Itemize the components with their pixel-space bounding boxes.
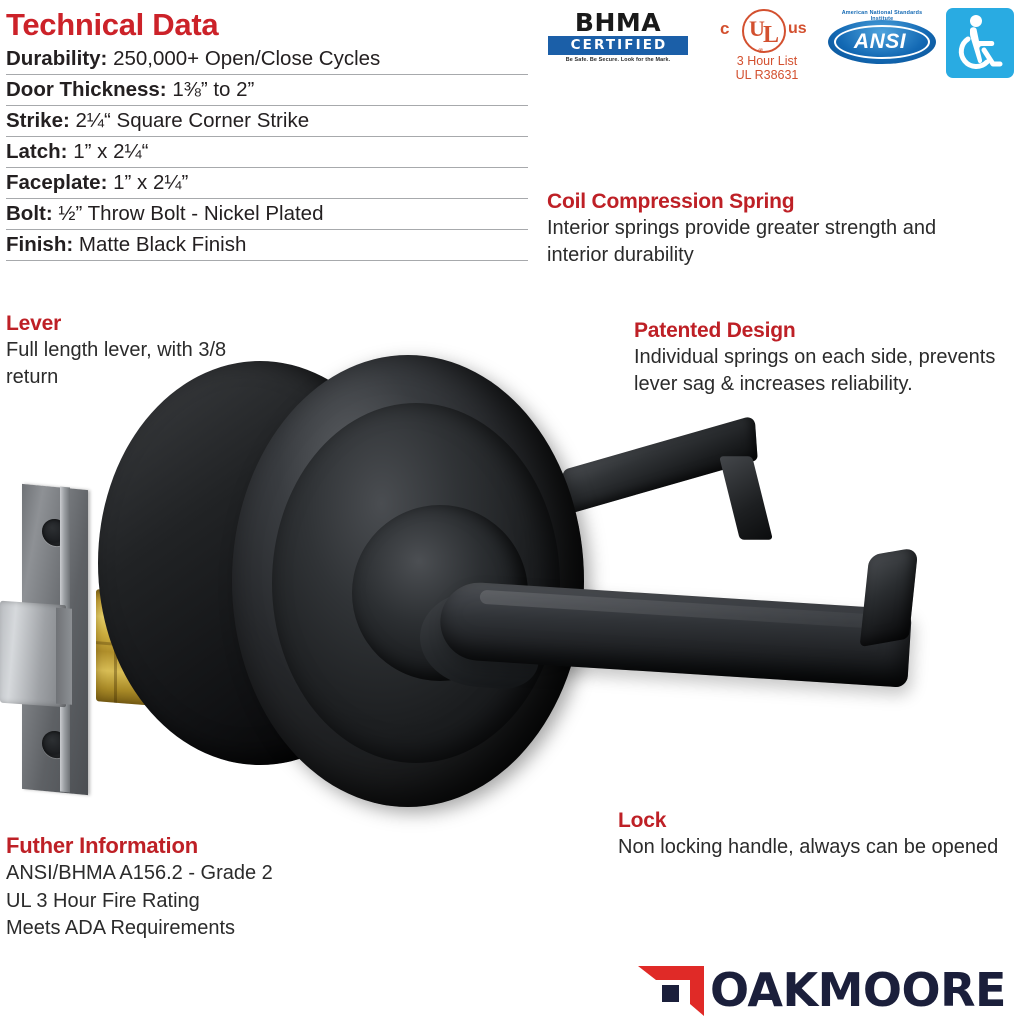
ul-circle-icon <box>742 9 786 53</box>
spec-value: 1” x 2¼” <box>113 171 189 195</box>
callout-heading: Patented Design <box>634 319 796 342</box>
bhma-name: BHMA <box>574 8 662 37</box>
wheelchair-icon <box>958 15 1003 69</box>
bhma-certified-logo: BHMA CERTIFIED Be Safe. Be Secure. Look … <box>548 10 688 63</box>
ansi-oval-icon <box>828 20 936 64</box>
ul-letters: U L ® <box>742 11 786 55</box>
callout-heading: Futher Information <box>6 833 198 858</box>
spec-value: 1⅜” to 2” <box>172 78 255 102</box>
rear-lever-return <box>719 456 773 540</box>
ul-line1: 3 Hour List <box>736 54 798 68</box>
certification-badges: BHMA CERTIFIED Be Safe. Be Secure. Look … <box>548 4 1020 88</box>
ul-suffix: us <box>788 20 807 37</box>
callout-heading: Coil Compression Spring <box>547 190 795 213</box>
callout-body: Full length lever, with 3/8 return <box>6 339 227 389</box>
spec-row-finish: Finish: Matte Black Finish <box>6 230 528 262</box>
ul-listed-logo: c U L ® us 3 Hour List UL R38631 <box>708 7 826 84</box>
ul-letter-l: L <box>763 22 779 48</box>
spec-label: Strike: <box>6 109 70 133</box>
product-image-lever-handle <box>0 355 1024 875</box>
callout-coil-compression-spring: Coil Compression Spring Interior springs… <box>547 189 967 270</box>
further-line-2: UL 3 Hour Fire Rating <box>6 889 200 912</box>
callout-body: Individual springs on each side, prevent… <box>634 346 996 396</box>
callout-body: Non locking handle, always can be opened <box>618 836 999 859</box>
spec-row-strike: Strike: 2¼“ Square Corner Strike <box>6 106 528 138</box>
spec-value: 2¼“ Square Corner Strike <box>75 109 310 133</box>
spec-value: 1” x 2¼“ <box>73 140 149 164</box>
callout-heading: Lock <box>618 809 667 832</box>
callout-lever: Lever Full length lever, with 3/8 return <box>6 311 266 392</box>
further-line-1: ANSI/BHMA A156.2 - Grade 2 <box>6 862 273 885</box>
ansi-logo: American National Standards Institute AN… <box>826 10 938 72</box>
spec-value: Matte Black Finish <box>78 233 247 257</box>
ul-line2: UL R38631 <box>735 68 799 83</box>
callout-lock: Lock Non locking handle, always can be o… <box>618 808 1018 861</box>
oakmoore-corner-mark <box>638 966 704 1016</box>
ul-letter-u: U <box>749 16 765 41</box>
spec-value: ½” Throw Bolt - Nickel Plated <box>58 202 324 226</box>
technical-data-block: Technical Data Durability: 250,000+ Open… <box>6 7 528 262</box>
bhma-status: CERTIFIED <box>548 36 688 55</box>
spec-row-bolt: Bolt: ½” Throw Bolt - Nickel Plated <box>6 199 528 231</box>
oakmoore-wordmark: OAKMOORE <box>710 963 1006 1017</box>
spec-row-faceplate: Faceplate: 1” x 2¼” <box>6 168 528 200</box>
callout-further-information: Futher Information ANSI/BHMA A156.2 - Gr… <box>6 833 426 942</box>
spec-label: Durability: <box>6 47 108 71</box>
further-line-3: Meets ADA Requirements <box>6 916 235 939</box>
ansi-name: ANSI <box>853 30 907 53</box>
ul-registered-icon: ® <box>758 47 763 55</box>
ul-prefix: c <box>720 19 730 38</box>
spec-label: Finish: <box>6 233 74 257</box>
ada-accessibility-badge <box>946 8 1014 78</box>
spec-row-latch: Latch: 1” x 2¼“ <box>6 137 528 169</box>
spec-label: Faceplate: <box>6 171 108 195</box>
callout-patented-design: Patented Design Individual springs on ea… <box>634 318 1014 399</box>
spec-label: Door Thickness: <box>6 78 167 102</box>
bhma-tagline: Be Safe. Be Secure. Look for the Mark. <box>565 56 671 63</box>
callout-body: Interior springs provide greater strengt… <box>547 217 937 267</box>
spec-row-door-thickness: Door Thickness: 1⅜” to 2” <box>6 75 528 107</box>
spec-label: Bolt: <box>6 202 53 226</box>
callout-heading: Lever <box>6 312 62 335</box>
spec-label: Latch: <box>6 140 68 164</box>
oakmoore-logo: OAKMOORE <box>636 962 1020 1020</box>
spec-value: 250,000+ Open/Close Cycles <box>113 47 381 71</box>
technical-data-title: Technical Data <box>6 7 219 42</box>
ansi-arc-text: American National Standards Institute <box>841 10 923 22</box>
spec-row-durability: Durability: 250,000+ Open/Close Cycles <box>6 44 528 76</box>
ul-mark: c U L ® us <box>708 7 826 55</box>
latch-bolt <box>0 600 66 708</box>
